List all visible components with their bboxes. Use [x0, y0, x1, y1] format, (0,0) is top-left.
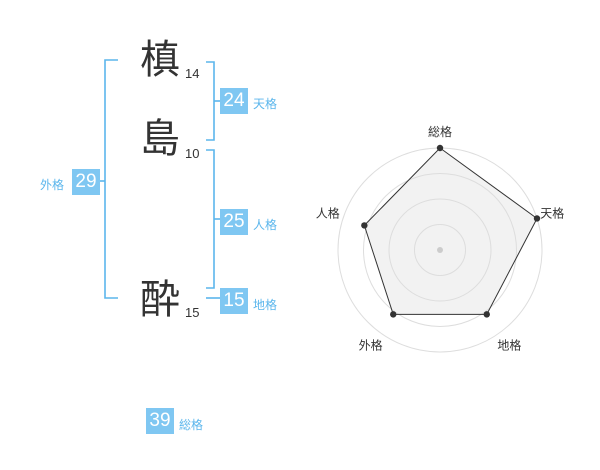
name-char-2: 島 [140, 116, 180, 162]
gaikaku-label: 外格 [40, 178, 65, 192]
radar-axis-label-4: 外格 [359, 337, 383, 352]
name-char-1: 槙 [140, 37, 180, 83]
soukaku-label: 総格 [179, 418, 204, 432]
radar-axis-label-5: 人格 [316, 206, 340, 221]
radar-ring-2 [388, 198, 492, 302]
jinkaku-badge: 25 [220, 209, 248, 235]
chikaku-badge: 15 [220, 288, 248, 314]
soukaku-badge: 39 [146, 408, 174, 434]
jinkaku-label: 人格 [253, 218, 278, 232]
gaikaku-badge: 29 [72, 169, 100, 195]
radar-point-5 [361, 222, 368, 229]
radar-axis-label-2: 天格 [540, 206, 564, 221]
radar-center-dot [437, 247, 443, 253]
radar-ring-1 [414, 224, 466, 276]
radar-axis-label-3: 地格 [497, 337, 521, 352]
stroke-count-2: 10 [185, 146, 200, 161]
stroke-count-3: 15 [185, 305, 200, 320]
tenkaku-badge: 24 [220, 88, 248, 114]
radar-area-fill [364, 148, 538, 315]
stroke-count-1: 14 [185, 66, 200, 81]
radar-point-1 [436, 144, 444, 152]
radar-ring-3 [363, 173, 517, 327]
radar-point-3 [483, 311, 490, 318]
radar-series-outline [363, 147, 538, 315]
radar-point-2 [533, 215, 541, 222]
name-char-3: 酔 [140, 277, 180, 323]
radar-point-4 [390, 311, 397, 318]
radar-axis-label-1: 総格 [428, 124, 452, 139]
chikaku-label: 地格 [253, 298, 278, 312]
tenkaku-label: 天格 [253, 97, 278, 111]
